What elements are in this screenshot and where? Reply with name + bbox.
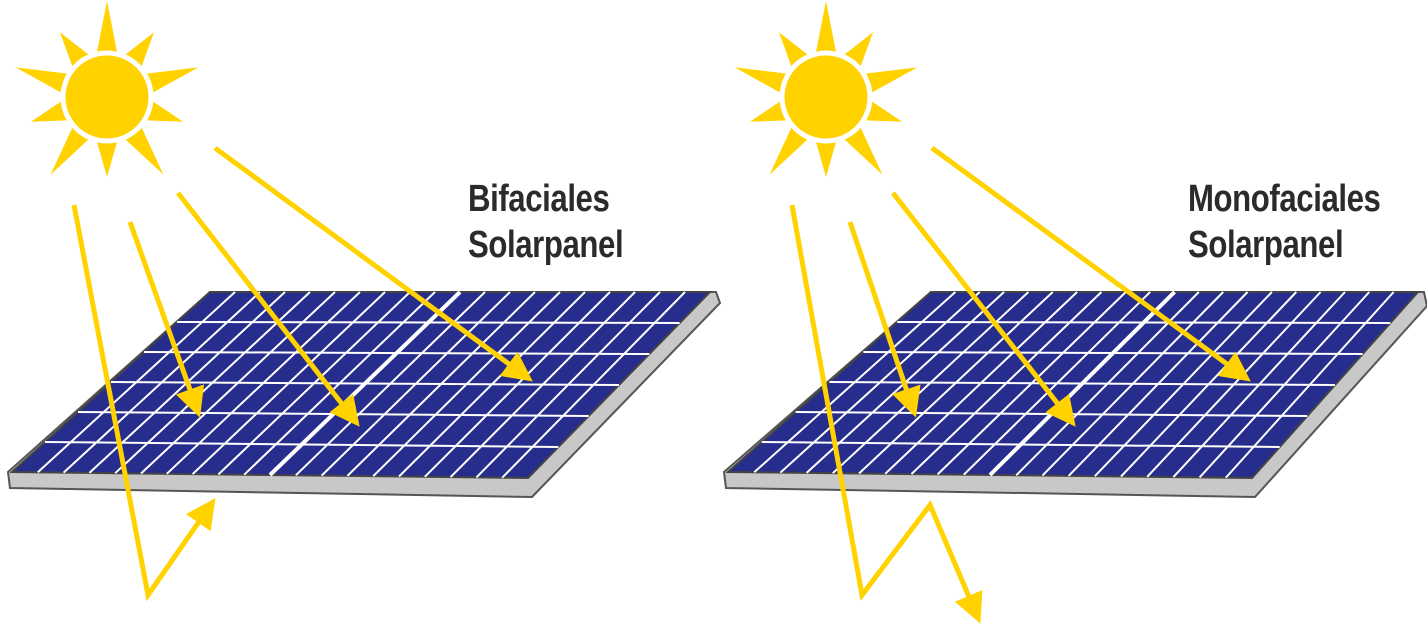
sun-ray xyxy=(96,1,118,53)
sun-ray xyxy=(749,101,787,122)
monofacial-title: Monofaciales Solarpanel xyxy=(1188,176,1381,268)
sun-ray xyxy=(59,32,89,67)
bifacial-title-line1: Bifaciales xyxy=(468,178,610,220)
sun-ray xyxy=(146,101,184,122)
cell-divider xyxy=(897,321,1391,324)
cell-divider xyxy=(44,441,559,448)
sun-ray xyxy=(815,141,837,177)
sun-ray xyxy=(125,127,164,175)
bifacial-title-line2: Solarpanel xyxy=(468,224,624,266)
sun-ray xyxy=(146,67,199,93)
cell-divider xyxy=(761,441,1280,448)
cell-divider xyxy=(863,351,1363,355)
cell-divider xyxy=(176,321,680,324)
monofacial-group xyxy=(722,1,1427,624)
sun-ray xyxy=(844,32,874,67)
sun-ray xyxy=(865,101,903,122)
sun-ray xyxy=(50,127,89,175)
sun-ray xyxy=(865,67,918,93)
sun-ray xyxy=(15,67,68,93)
monofacial-title-line1: Monofaciales xyxy=(1188,178,1381,220)
sun-ray xyxy=(96,141,118,177)
cell-divider xyxy=(143,351,650,355)
sun-icon xyxy=(15,1,199,177)
monofacial-title-line2: Solarpanel xyxy=(1188,224,1344,266)
sun-ray xyxy=(815,1,837,53)
sun-ray xyxy=(734,67,787,93)
sun-ray xyxy=(30,101,68,122)
monofacial-light-rays xyxy=(789,145,1251,624)
sun-ray xyxy=(778,32,808,67)
cell-divider xyxy=(110,381,620,386)
monofacial-cell-grid xyxy=(753,290,1395,479)
sun-ray xyxy=(769,127,808,175)
cell-divider xyxy=(829,381,1336,386)
sun-icon xyxy=(734,1,918,177)
sun-ray xyxy=(125,32,155,67)
bifacial-title: Bifaciales Solarpanel xyxy=(468,176,624,268)
sun-ray xyxy=(844,127,883,175)
bifacial-light-rays xyxy=(71,145,533,602)
bifacial-group xyxy=(6,1,722,602)
bifacial-cell-grid xyxy=(37,290,686,479)
